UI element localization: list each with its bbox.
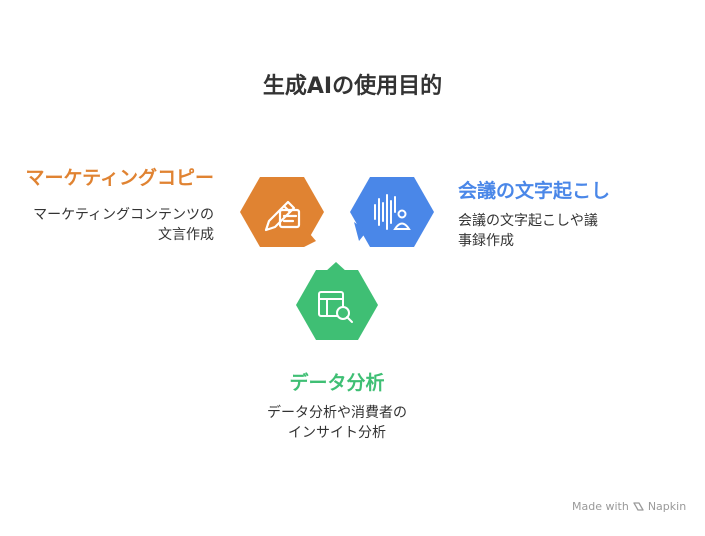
desc-line: マーケティングコンテンツの — [33, 207, 214, 223]
hexagon-transcription — [350, 177, 434, 247]
made-with-text: Made with — [572, 500, 629, 513]
napkin-brand-text: Napkin — [647, 500, 687, 513]
desc-meeting-transcription: 会議の文字起こしや議 事録作成 — [458, 211, 598, 251]
hexagon-data-analysis — [296, 262, 378, 340]
hexagon-marketing — [240, 177, 324, 247]
label-marketing-copy: マーケティングコピー — [25, 167, 214, 189]
label-meeting-transcription: 会議の文字起こし — [458, 180, 611, 202]
desc-line: 事録作成 — [458, 233, 514, 249]
desc-line: データ分析や消費者の — [267, 405, 407, 421]
diagram-title: 生成AIの使用目的 — [262, 74, 443, 99]
desc-data-analysis: データ分析や消費者の インサイト分析 — [187, 403, 487, 443]
desc-line: インサイト分析 — [288, 425, 386, 441]
napkin-logo-icon — [633, 502, 644, 511]
made-with-napkin-footer: Made with Napkin — [572, 500, 686, 513]
desc-line: 文言作成 — [158, 227, 214, 243]
desc-marketing-copy: マーケティングコンテンツの 文言作成 — [33, 205, 214, 245]
label-data-analysis: データ分析 — [289, 372, 385, 394]
pen-document-icon — [264, 200, 301, 232]
desc-line: 会議の文字起こしや議 — [458, 213, 598, 229]
data-search-icon — [318, 291, 353, 323]
audio-transcription-icon — [374, 194, 411, 230]
